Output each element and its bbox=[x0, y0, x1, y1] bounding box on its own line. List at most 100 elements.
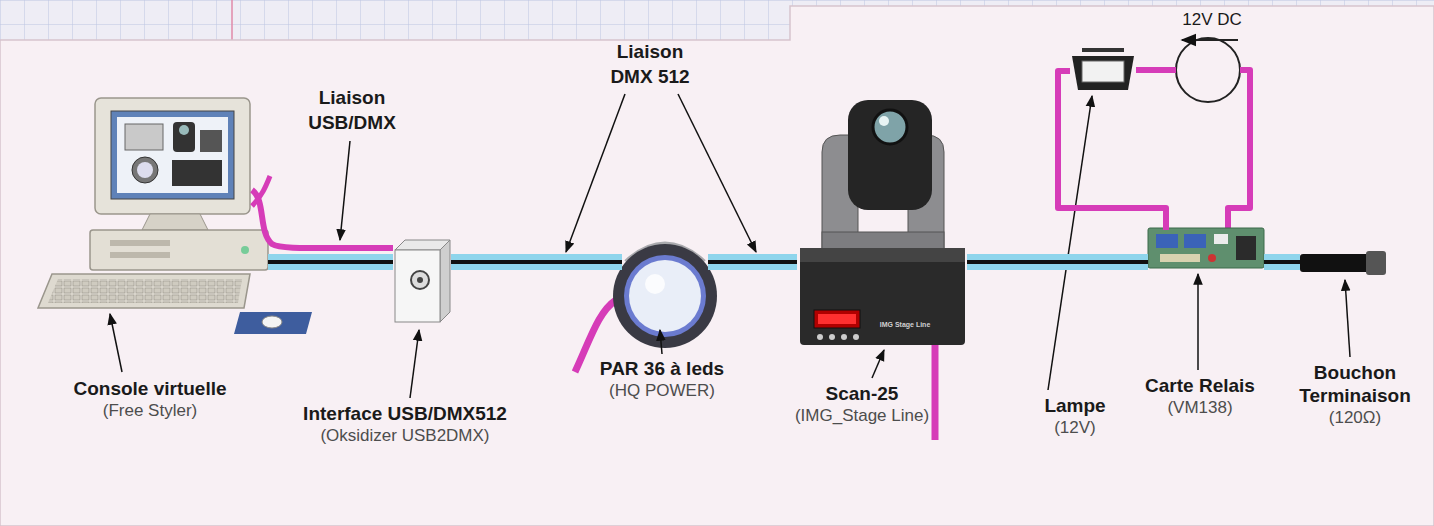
device-area: Console virtuelle(Free Styler) bbox=[38, 98, 268, 308]
leader-arrows bbox=[660, 330, 662, 354]
device-name: Scan-25 bbox=[795, 383, 929, 406]
device-caption: Console virtuelle(Free Styler) bbox=[73, 378, 226, 421]
lamp-circuit bbox=[1072, 56, 1134, 90]
device-caption: Interface USB/DMX512(Oksidizer USB2DMX) bbox=[303, 403, 507, 446]
device-name: Interface USB/DMX512 bbox=[303, 403, 507, 426]
relay-board bbox=[1214, 234, 1228, 244]
voltage-label: 12V DC bbox=[1182, 9, 1242, 31]
scan-moving-head bbox=[848, 100, 932, 210]
brand-marking: IMG Stage Line bbox=[880, 320, 931, 329]
leader-arrows bbox=[1048, 96, 1092, 390]
terminator-plug bbox=[1300, 251, 1386, 275]
computer-illustration bbox=[111, 111, 234, 199]
computer-illustration bbox=[241, 246, 249, 254]
dmx-cable bbox=[1264, 260, 1300, 264]
computer-illustration bbox=[252, 176, 270, 206]
scan-moving-head bbox=[853, 334, 859, 340]
lamp-circuit bbox=[1228, 70, 1250, 230]
relay-board bbox=[1148, 228, 1264, 268]
relay-board bbox=[1236, 236, 1256, 260]
scan-moving-head bbox=[829, 334, 835, 340]
device-name: PAR 36 à leds bbox=[600, 358, 724, 381]
computer-illustration bbox=[179, 125, 189, 135]
device-area: Carte Relais(VM138) bbox=[1148, 230, 1264, 266]
device-area: Interface USB/DMX512(Oksidizer USB2DMX) bbox=[393, 240, 451, 322]
lamp-circuit bbox=[1136, 67, 1176, 73]
usb-dmx-interface bbox=[417, 277, 423, 283]
dmx-cable bbox=[451, 260, 622, 264]
leader-arrows bbox=[340, 141, 350, 240]
relay-board bbox=[1160, 254, 1200, 262]
computer-illustration bbox=[110, 252, 170, 258]
device-caption: PAR 36 à leds(HQ POWER) bbox=[600, 358, 724, 401]
device-name: Console virtuelle bbox=[73, 378, 226, 401]
computer-illustration bbox=[173, 122, 195, 152]
computer-illustration bbox=[142, 214, 208, 230]
computer-illustration bbox=[110, 240, 170, 246]
terminator-plug bbox=[1300, 254, 1370, 272]
leader-arrows bbox=[110, 314, 122, 372]
computer-illustration bbox=[172, 160, 222, 186]
dmx-cable bbox=[451, 262, 622, 263]
scan-moving-head bbox=[800, 248, 965, 345]
dmx-cable bbox=[967, 262, 1148, 263]
device-model: (HQ POWER) bbox=[600, 381, 724, 401]
device-model: (120Ω) bbox=[1290, 408, 1420, 428]
computer-illustration bbox=[252, 190, 393, 248]
power-wire bbox=[1058, 71, 1166, 230]
dmx-cable bbox=[1264, 254, 1300, 270]
computer-illustration bbox=[48, 279, 242, 303]
lamp-circuit bbox=[1176, 38, 1240, 102]
usb-dmx-interface bbox=[440, 240, 450, 322]
computer-illustration bbox=[38, 98, 393, 334]
device-caption: Scan-25(IMG_Stage Line) bbox=[795, 383, 929, 426]
device-area: Bouchon Terminaison(120Ω) bbox=[1300, 253, 1388, 273]
leader-arrows bbox=[678, 94, 756, 252]
computer-illustration bbox=[90, 230, 268, 270]
computer-illustration bbox=[200, 130, 222, 152]
leader-arrows bbox=[1345, 280, 1350, 357]
dmx-cable bbox=[708, 260, 797, 264]
device-area: PAR 36 à leds(HQ POWER) bbox=[622, 240, 708, 350]
device-name: Bouchon Terminaison bbox=[1290, 362, 1420, 408]
dmx-cable bbox=[268, 262, 393, 263]
leader-arrows bbox=[1197, 274, 1199, 370]
computer-illustration bbox=[132, 157, 158, 183]
device-model: (IMG_Stage Line) bbox=[795, 406, 929, 426]
relay-board bbox=[1208, 254, 1216, 262]
scan-moving-head bbox=[873, 110, 907, 144]
device-area: Lampe(12V) bbox=[1070, 52, 1136, 90]
device-caption: Carte Relais(VM138) bbox=[1145, 375, 1255, 418]
lamp-circuit bbox=[1072, 38, 1250, 230]
link-label: Liaison USB/DMX bbox=[302, 86, 402, 135]
notebook-paper bbox=[0, 6, 1434, 526]
dmx-cable bbox=[967, 254, 1148, 270]
leader-arrows bbox=[872, 350, 884, 378]
device-model: (Free Styler) bbox=[73, 401, 226, 421]
leader-arrows bbox=[110, 94, 1350, 398]
device-model: (VM138) bbox=[1145, 398, 1255, 418]
scan-moving-head bbox=[817, 334, 823, 340]
lamp-circuit bbox=[1082, 48, 1124, 52]
par-led-projector bbox=[629, 260, 701, 332]
scan-moving-head bbox=[814, 310, 860, 328]
device-name: Carte Relais bbox=[1145, 375, 1255, 398]
usb-dmx-interface bbox=[395, 240, 450, 322]
par-led-projector bbox=[624, 255, 706, 337]
terminator-plug bbox=[1366, 251, 1386, 275]
link-label: Liaison DMX 512 bbox=[600, 40, 700, 89]
device-caption: Bouchon Terminaison(120Ω) bbox=[1290, 362, 1420, 428]
par-led-projector bbox=[613, 244, 717, 348]
computer-illustration bbox=[125, 124, 163, 150]
usb-dmx-interface bbox=[395, 250, 440, 322]
computer-illustration bbox=[117, 117, 228, 193]
device-name: Lampe bbox=[1044, 395, 1105, 418]
leader-arrows bbox=[410, 330, 419, 398]
dmx-cable bbox=[967, 260, 1148, 264]
scan-moving-head bbox=[800, 248, 965, 262]
lamp-circuit bbox=[1082, 61, 1124, 82]
